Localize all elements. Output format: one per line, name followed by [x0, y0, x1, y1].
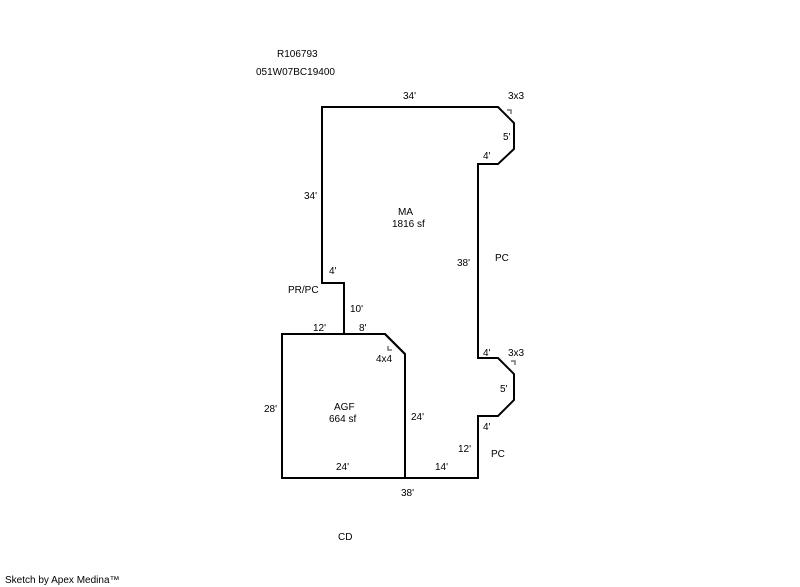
dim-top-bay-side: 5' [503, 132, 511, 143]
dim-lower-bay-step-top: 4' [483, 348, 491, 359]
corner-mark-top [507, 109, 512, 114]
area-code-main: MA [398, 207, 413, 218]
dim-garage-right: 24' [411, 412, 424, 423]
dim-bottom-total: 38' [401, 488, 414, 499]
map-number: 051W07BC19400 [256, 67, 335, 78]
dim-lower-bay-step-bottom: 4' [483, 422, 491, 433]
dim-bottom-right: 14' [435, 462, 448, 473]
corner-label-garage: 4x4 [376, 354, 393, 365]
label-pc-upper: PC [495, 253, 509, 264]
area-code-garage: AGF [334, 402, 355, 413]
dim-garage-bottom: 24' [336, 462, 349, 473]
parcel-id: R106793 [277, 49, 318, 60]
dim-left-upper: 34' [304, 191, 317, 202]
corner-mark-lower [511, 360, 516, 365]
area-size-main: 1816 sf [392, 219, 425, 230]
label-pr-pc: PR/PC [288, 285, 319, 296]
label-cd: CD [338, 532, 352, 543]
dim-garage-top-right: 8' [359, 323, 367, 334]
area-size-garage: 664 sf [329, 414, 356, 425]
dim-garage-left: 28' [264, 404, 277, 415]
label-pc-lower: PC [491, 449, 505, 460]
dim-lower-bay-side: 5' [500, 384, 508, 395]
corner-label-top: 3x3 [508, 91, 525, 102]
dim-garage-top-left: 12' [313, 323, 326, 334]
dim-left-drop: 10' [350, 304, 363, 315]
sketch-credit: Sketch by Apex Medina™ [5, 575, 120, 586]
dim-right-long: 38' [457, 258, 470, 269]
garage-outline [281, 333, 406, 479]
dim-top-width: 34' [403, 91, 416, 102]
dim-top-bay-step: 4' [483, 151, 491, 162]
corner-label-lower: 3x3 [508, 348, 525, 359]
corner-mark-garage [387, 346, 392, 351]
dim-right-short: 12' [458, 444, 471, 455]
dim-left-step: 4' [329, 266, 337, 277]
